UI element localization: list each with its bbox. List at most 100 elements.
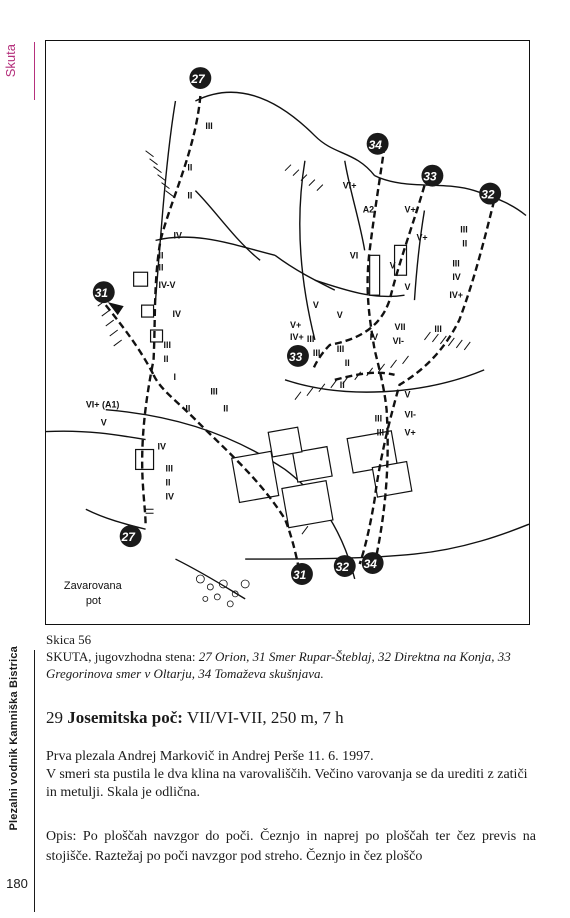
route-details: VII/VI-VII, 250 m, 7 h (186, 708, 344, 727)
route-33 (311, 185, 426, 371)
legend: Zavarovana pot (64, 580, 123, 607)
legend-line-2: pot (86, 595, 101, 607)
svg-text:II: II (340, 380, 345, 390)
svg-text:VI+: VI+ (343, 181, 357, 191)
svg-text:IV: IV (166, 491, 174, 501)
route-badge-32-top: 32 (479, 182, 502, 205)
svg-text:II: II (159, 250, 164, 260)
page-number-rule (34, 872, 35, 912)
route-badge-34-top: 34 (366, 132, 389, 155)
route-badge-33-mid: 33 (287, 344, 309, 367)
scree-boulders (195, 574, 250, 608)
svg-text:II: II (462, 238, 467, 248)
svg-text:I: I (173, 372, 175, 382)
route-lines (104, 95, 496, 575)
grade-labels: III II II IV IV-V IV II II III II I III … (86, 121, 468, 501)
svg-text:IV: IV (172, 309, 180, 319)
svg-text:IV: IV (173, 230, 181, 240)
svg-text:IV: IV (158, 442, 166, 452)
route-badge-32-bottom: 32 (333, 555, 356, 577)
route-description: Opis: Po ploščah navzgor do poči. Čeznjo… (46, 829, 536, 864)
svg-text:V: V (337, 310, 343, 320)
svg-text:V+: V+ (290, 320, 301, 330)
margin-rule (34, 650, 35, 872)
route-heading: 29 Josemitska poč: VII/VI-VII, 250 m, 7 … (46, 708, 536, 728)
hatched-edges (97, 150, 471, 535)
svg-text:V: V (390, 260, 396, 270)
first-ascent: Prva plezala Andrej Markovič in Andrej P… (46, 749, 374, 764)
svg-text:V: V (405, 390, 411, 400)
route-number: 29 (46, 708, 63, 727)
svg-text:34: 34 (369, 138, 383, 152)
route-27 (140, 95, 202, 525)
svg-text:III: III (375, 414, 382, 424)
svg-text:31: 31 (95, 286, 108, 300)
route-info: Prva plezala Andrej Markovič in Andrej P… (46, 748, 536, 802)
svg-text:VII: VII (395, 322, 406, 332)
svg-text:II: II (166, 477, 171, 487)
svg-text:VI: VI (350, 250, 358, 260)
svg-text:II: II (187, 191, 192, 201)
route-notes: V smeri sta pustila le dva klina na varo… (46, 767, 528, 800)
route-badge-27-top: 27 (189, 67, 212, 90)
svg-text:III: III (377, 428, 384, 438)
svg-text:VI-: VI- (405, 410, 416, 420)
page-number: 180 (6, 876, 28, 891)
caption-wall: SKUTA, jugovzhodna stena: (46, 649, 196, 664)
route-badge-31-bottom: 31 (290, 563, 313, 585)
svg-text:VI+ (A1): VI+ (A1) (86, 400, 120, 410)
svg-text:V+: V+ (405, 204, 416, 214)
caption-body: SKUTA, jugovzhodna stena: 27 Orion, 31 S… (46, 648, 536, 682)
route-34 (366, 145, 389, 565)
caption-number: Skica 56 (46, 632, 92, 647)
route-name: Josemitska poč: (67, 708, 183, 727)
route-sketch: III II II IV IV-V IV II II III II I III … (45, 40, 530, 625)
svg-text:31: 31 (293, 568, 306, 582)
svg-text:II: II (185, 404, 190, 414)
svg-text:IV-V: IV-V (159, 280, 176, 290)
svg-text:III: III (166, 463, 173, 473)
section-tab: Skuta (0, 42, 35, 100)
legend-line-1: Zavarovana (64, 580, 123, 592)
terrain-lines (46, 91, 529, 600)
route-badges: 27 34 33 32 31 33 27 31 32 34 (92, 67, 502, 585)
route-32 (358, 200, 496, 565)
svg-text:III: III (452, 258, 459, 268)
svg-text:33: 33 (423, 170, 437, 184)
caption-routes: 27 Orion, 31 Smer Rupar-Šteblaj, 32 Dire… (46, 649, 511, 681)
book-title: Plezalni vodnik Kamniška Bistrica (8, 646, 20, 831)
svg-text:33: 33 (289, 350, 303, 364)
svg-text:II: II (345, 358, 350, 368)
svg-text:III: III (434, 324, 441, 334)
slab-blocks (133, 244, 413, 529)
svg-text:III: III (337, 344, 344, 354)
svg-text:V: V (101, 418, 107, 428)
sketch-drawing: III II II IV IV-V IV II II III II I III … (46, 67, 529, 608)
svg-text:32: 32 (481, 188, 495, 202)
route-31-arrow (107, 302, 124, 316)
svg-text:V: V (313, 300, 319, 310)
svg-text:27: 27 (190, 72, 206, 86)
route-31 (152, 374, 302, 575)
route-badge-33-top: 33 (421, 164, 444, 187)
svg-text:III: III (307, 334, 314, 344)
svg-text:III: III (460, 224, 467, 234)
svg-text:III: III (313, 348, 320, 358)
svg-text:A2: A2 (363, 204, 374, 214)
svg-text:III: III (205, 121, 212, 131)
route-badge-31-left: 31 (92, 281, 115, 304)
route-badge-27-bottom: 27 (119, 525, 142, 548)
svg-text:VI-: VI- (393, 336, 404, 346)
svg-text:IV: IV (452, 272, 460, 282)
svg-text:V+: V+ (416, 232, 427, 242)
svg-text:II: II (223, 404, 228, 414)
svg-text:III: III (164, 340, 171, 350)
figure-caption: Skica 56 SKUTA, jugovzhodna stena: 27 Or… (46, 631, 536, 682)
svg-text:IV+: IV+ (290, 332, 304, 342)
svg-text:V+: V+ (405, 428, 416, 438)
svg-text:34: 34 (364, 557, 378, 571)
svg-text:II: II (164, 354, 169, 364)
svg-text:27: 27 (121, 530, 137, 544)
section-tab-label: Skuta (3, 44, 18, 78)
svg-text:II: II (187, 163, 192, 173)
